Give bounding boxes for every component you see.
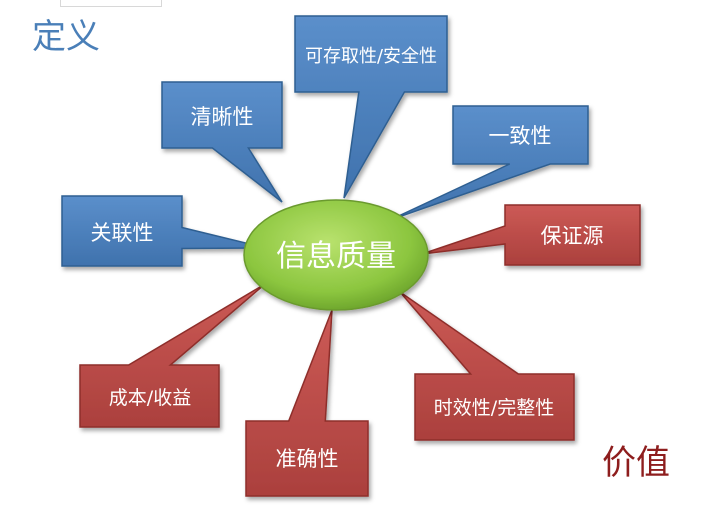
callout-shape-accuracy xyxy=(245,309,369,497)
callout-accuracy: 准确性 xyxy=(245,309,369,497)
callout-shape-cost-benefit xyxy=(79,283,266,428)
callout-label-consistency: 一致性 xyxy=(489,124,552,148)
callout-label-timeliness-completeness: 时效性/完整性 xyxy=(434,397,554,419)
callout-source-guarantee: 保证源 xyxy=(421,204,641,266)
center-ellipse xyxy=(243,199,429,311)
definition-label: 定义 xyxy=(32,17,100,57)
callout-shape-consistency xyxy=(389,105,589,221)
center-node: 信息质量 xyxy=(243,199,429,311)
callout-label-clarity: 清晰性 xyxy=(191,105,254,129)
callout-accessibility-security: 可存取性/安全性 xyxy=(294,15,448,199)
cropped-frame-edge xyxy=(60,0,162,7)
center-label: 信息质量 xyxy=(276,239,396,274)
value-label: 价值 xyxy=(602,443,670,483)
callout-label-source-guarantee: 保证源 xyxy=(541,224,604,248)
callout-consistency: 一致性 xyxy=(389,105,589,221)
callout-relevance: 关联性 xyxy=(61,195,267,267)
callout-timeliness-completeness: 时效性/完整性 xyxy=(399,291,575,441)
callout-shape-relevance xyxy=(61,195,267,267)
callout-label-accessibility-security: 可存取性/安全性 xyxy=(305,46,437,67)
callout-clarity: 清晰性 xyxy=(161,81,283,203)
callout-label-relevance: 关联性 xyxy=(91,221,154,245)
callout-shape-clarity xyxy=(161,81,283,203)
callout-shape-accessibility-security xyxy=(294,15,448,199)
callout-shape-source-guarantee xyxy=(421,204,641,266)
callout-cost-benefit: 成本/收益 xyxy=(79,283,266,428)
callout-shape-timeliness-completeness xyxy=(399,291,575,441)
callout-label-accuracy: 准确性 xyxy=(276,447,339,471)
callout-label-cost-benefit: 成本/收益 xyxy=(109,387,191,409)
